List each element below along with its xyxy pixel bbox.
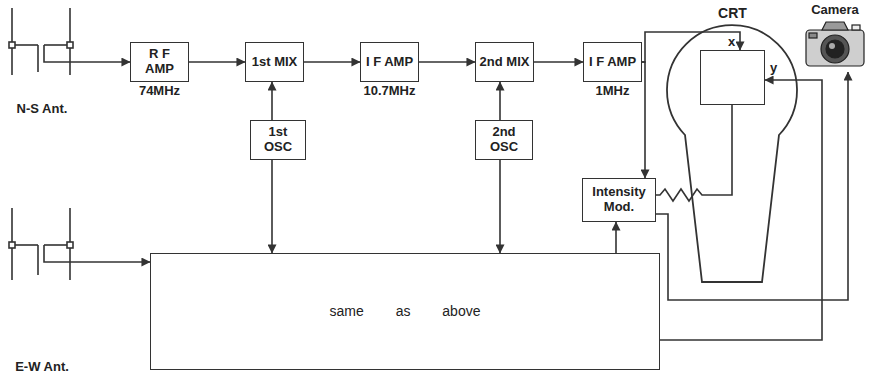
axis-label: y bbox=[769, 61, 778, 74]
frequency-label: 10.7MHz bbox=[363, 84, 415, 99]
mixer-box: 1st MIX bbox=[245, 42, 304, 82]
modulator-box: Intensity Mod. bbox=[582, 178, 656, 222]
node-label: 2nd MIX bbox=[477, 53, 533, 72]
receiver-box: same as above bbox=[150, 253, 660, 370]
mixer-box: 2nd MIX bbox=[475, 42, 534, 82]
oscillator-box: 1st OSC bbox=[250, 120, 306, 160]
frequency-label: 74MHz bbox=[139, 84, 180, 99]
signal-line bbox=[499, 160, 501, 253]
signal-line bbox=[419, 61, 475, 63]
node-label: same as above bbox=[327, 301, 484, 321]
antenna: E-W Ant. bbox=[3, 205, 81, 375]
node-label: I F AMP bbox=[363, 53, 416, 72]
axis-label: x bbox=[727, 35, 736, 48]
camera: Camera bbox=[802, 3, 868, 72]
node-label: Intensity Mod. bbox=[583, 183, 655, 217]
node-label: CRT bbox=[718, 5, 747, 21]
signal-line bbox=[615, 222, 617, 253]
signal-line bbox=[81, 61, 130, 63]
node-label: I F AMP bbox=[586, 53, 639, 72]
node-label: 2nd OSC bbox=[476, 123, 532, 157]
ns-antenna bbox=[9, 8, 81, 75]
node-label: 1st OSC bbox=[251, 123, 305, 157]
signal-line bbox=[499, 82, 501, 120]
signal-line bbox=[660, 80, 822, 340]
crt-screen: CRT bbox=[700, 50, 765, 105]
node-label: 1st MIX bbox=[249, 53, 301, 72]
signal-line bbox=[656, 72, 848, 300]
antenna: N-S Ant. bbox=[3, 5, 81, 117]
ew-antenna bbox=[9, 208, 81, 280]
amplifier-box: I F AMP1MHz bbox=[583, 42, 642, 82]
node-label: Camera bbox=[802, 3, 868, 18]
amplifier-box: R F AMP74MHz bbox=[130, 42, 189, 82]
camera-icon bbox=[806, 22, 864, 66]
signal-line bbox=[656, 105, 732, 201]
signal-line bbox=[271, 160, 273, 253]
frequency-label: 1MHz bbox=[596, 84, 630, 99]
node-label: N-S Ant. bbox=[3, 102, 81, 117]
signal-line bbox=[304, 61, 360, 63]
node-label: E-W Ant. bbox=[3, 360, 81, 375]
signal-line bbox=[81, 261, 150, 263]
signal-line bbox=[271, 82, 273, 120]
node-label: R F AMP bbox=[131, 45, 188, 79]
signal-line bbox=[642, 62, 645, 178]
signal-line bbox=[534, 61, 583, 63]
amplifier-box: I F AMP10.7MHz bbox=[360, 42, 419, 82]
signal-line bbox=[189, 61, 245, 63]
oscillator-box: 2nd OSC bbox=[475, 120, 533, 160]
